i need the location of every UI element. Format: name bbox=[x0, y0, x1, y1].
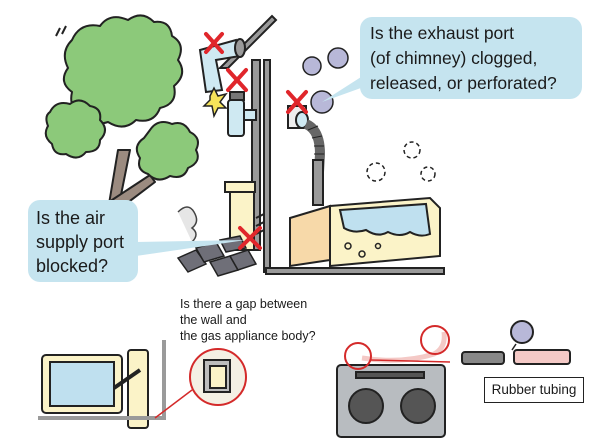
tree bbox=[44, 14, 199, 269]
gap-question-text: Is there a gap between the wall and the … bbox=[180, 296, 316, 344]
steam-ring bbox=[403, 141, 421, 159]
chimney-vertical bbox=[227, 99, 245, 137]
cross-icon-exhaust-top bbox=[204, 32, 224, 54]
chimney-cap bbox=[234, 38, 246, 58]
gap-question-line: the gas appliance body? bbox=[180, 329, 316, 343]
exhaust-port bbox=[287, 105, 326, 206]
small-wall bbox=[38, 340, 166, 420]
hose-highlight-circle-left bbox=[344, 342, 372, 370]
stove-burner-right bbox=[400, 388, 436, 424]
hose-pointer bbox=[369, 359, 451, 363]
bath-water bbox=[338, 202, 432, 237]
callout-line: Is the exhaust port bbox=[370, 23, 514, 43]
leak-smoke-puff bbox=[510, 320, 534, 344]
smoke-puffs bbox=[302, 47, 349, 114]
stove-burner-left bbox=[348, 388, 384, 424]
stove-gas-hose bbox=[361, 331, 447, 363]
hose-connector bbox=[461, 351, 505, 365]
hose-pipe bbox=[312, 159, 324, 206]
callout-line: blocked? bbox=[36, 256, 109, 276]
tree-canopy-left bbox=[44, 99, 106, 159]
chimney-collar bbox=[229, 91, 245, 101]
chimney-top-elbow bbox=[198, 38, 242, 94]
bubble-dot bbox=[358, 250, 366, 258]
steam-ring bbox=[420, 166, 436, 182]
tree-canopy-right bbox=[135, 121, 199, 181]
air-supply-bubble-tail bbox=[136, 240, 246, 256]
exhaust-port-callout: Is the exhaust port (of chimney) clogged… bbox=[360, 17, 582, 99]
heater-top bbox=[224, 181, 256, 193]
smoke-puff bbox=[327, 47, 349, 69]
hose-ribs bbox=[307, 125, 324, 163]
callout-line: released, or perforated? bbox=[370, 73, 557, 93]
debris-pile bbox=[176, 235, 258, 277]
exhaust-chimney bbox=[198, 38, 257, 137]
callout-line: Is the air bbox=[36, 208, 106, 228]
tree-canopy-main bbox=[62, 14, 184, 128]
smoke-puff bbox=[302, 56, 322, 76]
bath-gap-illustration bbox=[38, 340, 247, 429]
steam bbox=[366, 141, 436, 182]
callout-line: supply port bbox=[36, 232, 125, 252]
hose-highlight-circle-right bbox=[420, 325, 450, 355]
exhaust-bubble-tail bbox=[322, 70, 372, 102]
gap-question-line: the wall and bbox=[180, 313, 247, 327]
small-bath-water bbox=[49, 361, 115, 407]
heater-pipe bbox=[112, 368, 142, 390]
gap-question-line: Is there a gap between bbox=[180, 297, 308, 311]
bubble-dot bbox=[344, 242, 352, 250]
spark-icon bbox=[202, 86, 228, 119]
leak-indicator bbox=[511, 343, 517, 351]
cross-icon-exhaust-bend bbox=[226, 68, 248, 92]
smoke-wisp bbox=[177, 206, 198, 243]
debris-stone bbox=[228, 249, 258, 271]
air-supply-callout: Is the air supply port blocked? bbox=[28, 200, 138, 282]
bath-bubbles bbox=[344, 242, 382, 258]
chimney-joint bbox=[243, 109, 257, 121]
wall-inner bbox=[263, 59, 271, 273]
rubber-tubing-label: Rubber tubing bbox=[484, 377, 584, 403]
gap-pointer bbox=[154, 389, 193, 419]
bathtub bbox=[289, 196, 441, 268]
cross-icon-air-supply bbox=[238, 226, 262, 250]
bubble-dot bbox=[374, 242, 382, 250]
gas-stove-illustration bbox=[336, 320, 571, 438]
stove-grill-strip bbox=[355, 371, 425, 379]
tree-shake-lines bbox=[55, 25, 67, 37]
cross-icon-exhaust-port bbox=[286, 90, 308, 114]
rubber-tube bbox=[513, 349, 571, 365]
bath-side-box bbox=[289, 204, 331, 268]
wall-heater-unit bbox=[127, 349, 149, 429]
wall-outer bbox=[251, 59, 261, 251]
callout-line: (of chimney) clogged, bbox=[370, 48, 538, 68]
gap-inset-body bbox=[209, 365, 227, 389]
steam-ring bbox=[366, 162, 386, 182]
floor-line bbox=[265, 267, 445, 275]
debris-stone bbox=[176, 249, 208, 273]
